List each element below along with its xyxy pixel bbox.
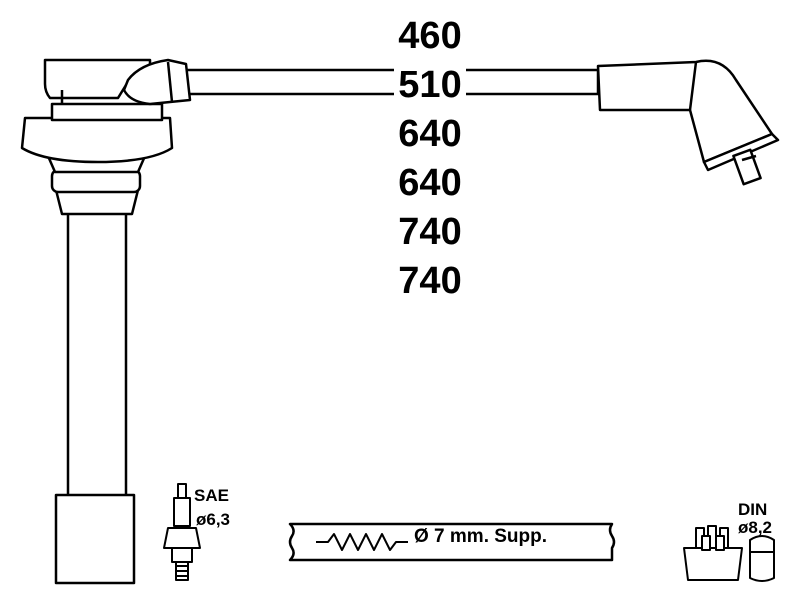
distributor-cap-icon — [683, 525, 775, 582]
cable-length-list: 460 510 640 640 740 740 — [380, 12, 480, 306]
cable-length: 460 — [380, 12, 480, 61]
distributor-standard: DIN — [738, 500, 768, 519]
cable-length: 640 — [380, 159, 480, 208]
cable-length: 740 — [380, 208, 480, 257]
distributor-diameter: ø8,2 — [738, 518, 773, 537]
cable-length: 740 — [380, 257, 480, 306]
spark-plug-standard: SAE — [194, 486, 229, 505]
cable-legend — [288, 522, 616, 562]
cable-length: 640 — [380, 110, 480, 159]
distributor-boot — [596, 59, 780, 186]
plug-elbow — [122, 58, 192, 106]
spark-plug-icon — [163, 483, 201, 581]
cable-length: 510 — [380, 61, 480, 110]
spark-plug-boot — [20, 58, 174, 585]
cable-spec-label: Ø 7 mm. Supp. — [414, 526, 548, 547]
spark-plug-diameter: ø6,3 — [196, 510, 231, 529]
